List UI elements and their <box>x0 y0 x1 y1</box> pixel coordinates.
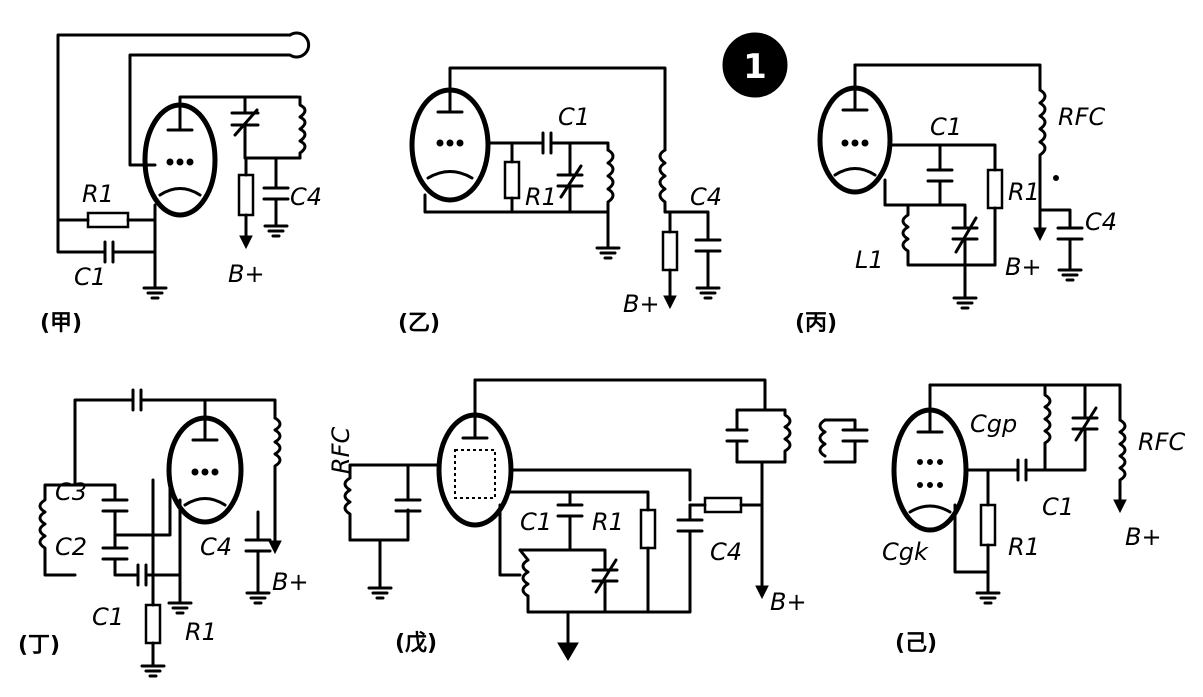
label-c4: C4 <box>710 538 742 566</box>
label-c1: C1 <box>1042 493 1074 521</box>
caption-ji: (己) <box>895 631 937 656</box>
label-rfc: RFC <box>1058 103 1105 131</box>
circuit-ji: Cgp Cgk C1 R1 RFC B+ (己) <box>882 383 1185 656</box>
label-c4: C4 <box>290 183 322 211</box>
label-r1: R1 <box>185 618 217 646</box>
label-r1: R1 <box>592 508 624 536</box>
circuit-ding: C3 C2 C1 R1 C4 RFC B+ (丁) <box>18 388 355 678</box>
label-c3: C3 <box>55 478 87 506</box>
caption-bing: (丙) <box>795 311 837 336</box>
caption-yi: (乙) <box>398 311 440 336</box>
label-bplus: B+ <box>272 568 309 596</box>
circuit-jia: R1 C1 C4 B+ (甲) <box>40 31 322 336</box>
label-bplus: B+ <box>770 588 807 616</box>
label-c1: C1 <box>520 508 552 536</box>
label-c4: C4 <box>200 533 232 561</box>
label-r1: R1 <box>82 180 114 208</box>
label-c1: C1 <box>930 113 962 141</box>
label-c2: C2 <box>55 533 87 561</box>
label-c1: C1 <box>558 103 590 131</box>
circuit-wu: C1 R1 C4 B+ (戊) <box>343 378 869 661</box>
circuit-bing: C1 R1 RFC C4 L1 B+ (丙) <box>795 63 1117 336</box>
figure-number: 1 <box>743 47 767 87</box>
label-bplus: B+ <box>1005 253 1042 281</box>
label-r1: R1 <box>1008 533 1040 561</box>
caption-wu: (戊) <box>395 631 437 656</box>
caption-ding: (丁) <box>18 633 60 658</box>
label-c4: C4 <box>690 183 722 211</box>
circuit-yi: C1 R1 C4 B+ (乙) <box>398 66 722 336</box>
label-cgk: Cgk <box>882 538 929 566</box>
caption-jia: (甲) <box>40 311 82 336</box>
label-r1: R1 <box>1008 178 1040 206</box>
label-r1: R1 <box>525 183 557 211</box>
label-bplus: B+ <box>623 290 660 318</box>
label-cgp: Cgp <box>970 410 1017 438</box>
label-bplus: B+ <box>228 260 265 288</box>
label-c1: C1 <box>74 263 106 291</box>
label-rfc: RFC <box>1138 428 1185 456</box>
label-c1: C1 <box>92 603 124 631</box>
label-c4: C4 <box>1085 208 1117 236</box>
label-l1: L1 <box>855 246 884 274</box>
label-bplus: B+ <box>1125 523 1162 551</box>
figure-number-badge: 1 <box>722 32 788 98</box>
